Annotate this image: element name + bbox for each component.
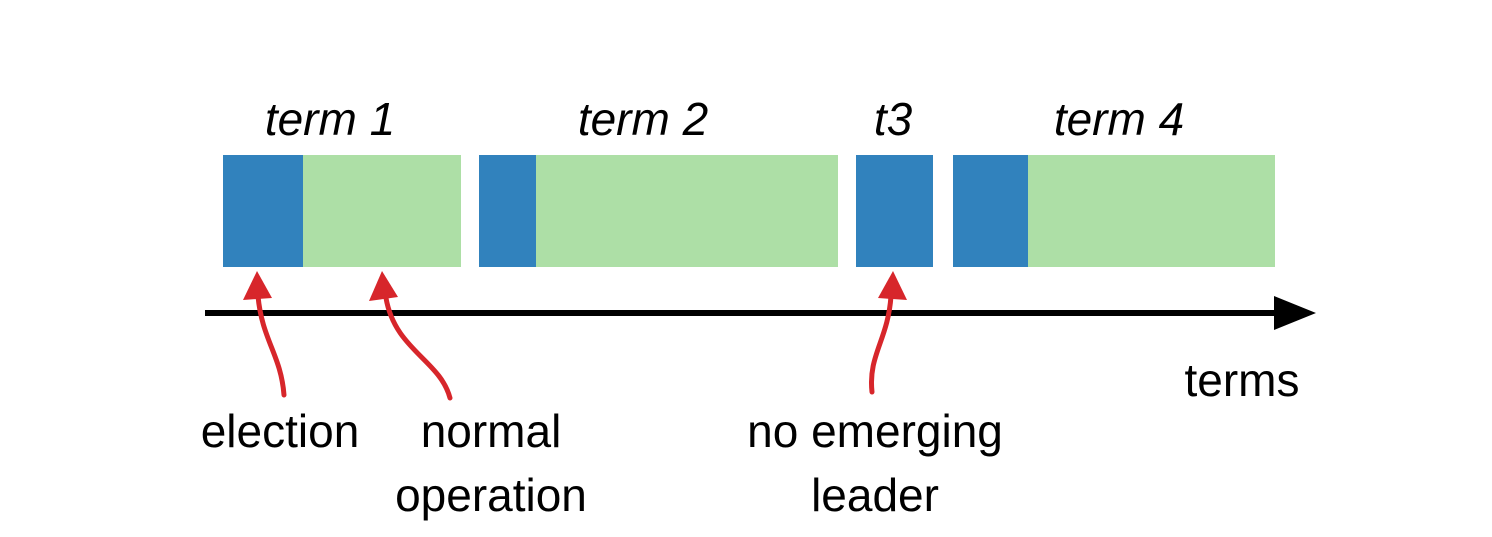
no-leader-arrow-shaft (868, 293, 894, 395)
normal-operation-arrow-shaft (383, 295, 453, 401)
annotation-election-label: election (201, 405, 360, 457)
term-4-normal-operation-segment (1028, 155, 1275, 267)
term-3-label: t3 (874, 93, 913, 145)
normal-operation-arrowhead (369, 271, 398, 301)
term-3-election-segment (856, 155, 933, 267)
time-axis: terms (205, 296, 1316, 406)
term-4: term 4 (953, 93, 1275, 267)
term-2-normal-operation-segment (536, 155, 838, 267)
term-2: term 2 (479, 93, 838, 267)
term-2-label: term 2 (578, 93, 708, 145)
annotation-no-leader-label-line-1: no emerging (747, 405, 1003, 457)
term-4-election-segment (953, 155, 1028, 267)
term-3: t3 (856, 93, 933, 267)
term-4-label: term 4 (1054, 93, 1184, 145)
annotation-no-leader: no emerging leader (747, 271, 1003, 521)
annotation-normal-operation: normal operation (369, 271, 587, 521)
election-arrowhead (243, 271, 272, 300)
election-arrow-shaft (255, 293, 287, 398)
time-axis-arrowhead (1274, 296, 1316, 330)
annotation-no-leader-label-line-2: leader (811, 469, 939, 521)
term-1-normal-operation-segment (303, 155, 461, 267)
term-2-election-segment (479, 155, 536, 267)
term-1: term 1 (223, 93, 461, 267)
annotation-normal-operation-label-line-1: normal (421, 405, 562, 457)
axis-label-terms: terms (1185, 354, 1300, 406)
term-1-election-segment (223, 155, 303, 267)
term-1-label: term 1 (265, 93, 395, 145)
annotation-election: election (201, 271, 360, 457)
no-leader-arrowhead (878, 271, 907, 300)
annotation-normal-operation-label-line-2: operation (395, 469, 587, 521)
